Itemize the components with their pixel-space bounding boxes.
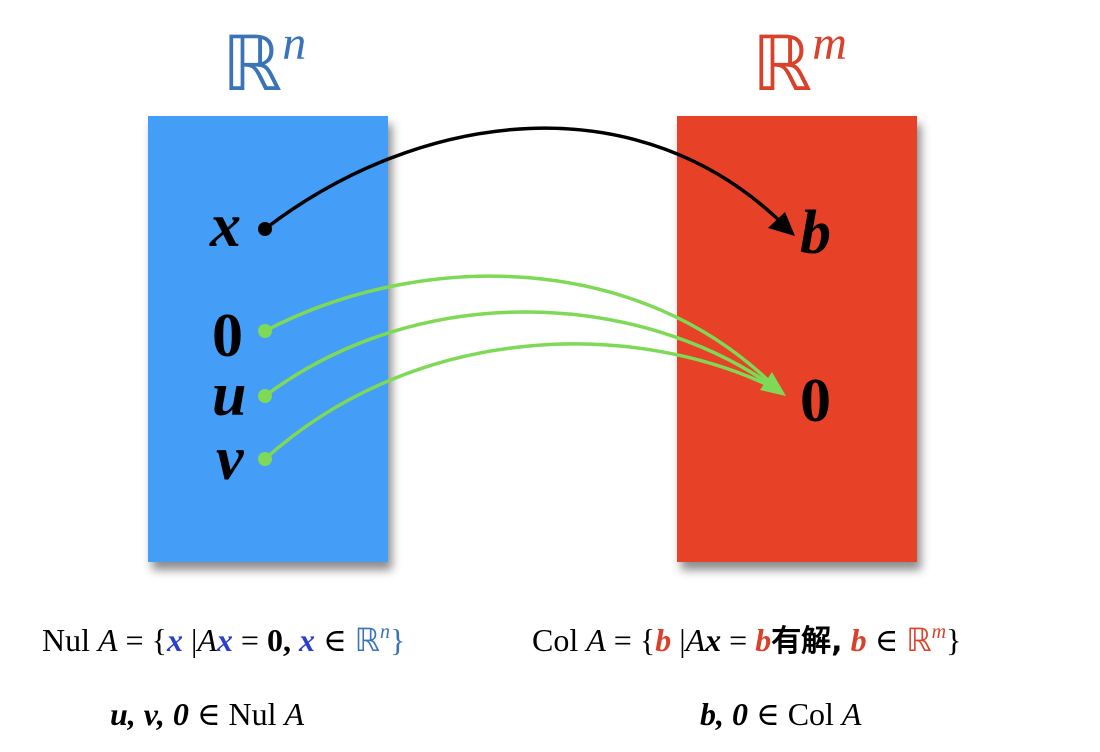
point-u bbox=[258, 389, 272, 403]
columnspace-members: b, 0 ∈ Col A bbox=[700, 696, 862, 732]
map-arrow-x-to-b bbox=[263, 126, 790, 231]
blackboard-r-symbol: ℝ bbox=[222, 19, 283, 108]
exponent-m: m bbox=[812, 17, 847, 70]
arrowhead-zero bbox=[760, 372, 786, 396]
vector-v-label: v bbox=[216, 425, 244, 493]
point-v bbox=[258, 452, 272, 466]
columnspace-definition: Col A = {b |Ax = b有解, b ∈ ℝm} bbox=[532, 621, 962, 659]
nullspace-definition: Nul A = {x |Ax = 0, x ∈ ℝn} bbox=[42, 621, 406, 659]
blackboard-r-symbol: ℝ bbox=[752, 19, 813, 108]
kernel-arrow-u bbox=[263, 310, 780, 398]
vector-x-label: x bbox=[210, 192, 241, 260]
exponent-n: n bbox=[282, 17, 307, 70]
kernel-arrow-zero bbox=[264, 274, 780, 392]
point-x bbox=[258, 222, 272, 236]
space-title-rn: ℝn bbox=[222, 20, 306, 103]
nullspace-members: u, v, 0 ∈ Nul A bbox=[110, 696, 305, 732]
vector-zero-label-right: 0 bbox=[800, 367, 831, 435]
arrowhead-b bbox=[768, 212, 795, 236]
vector-zero-label-left: 0 bbox=[212, 302, 243, 370]
vector-b-label: b bbox=[800, 199, 831, 267]
vector-u-label: u bbox=[212, 361, 247, 429]
kernel-arrow-v bbox=[263, 342, 779, 461]
space-title-rm: ℝm bbox=[752, 20, 847, 103]
point-zero bbox=[258, 324, 272, 338]
domain-box-rn bbox=[148, 116, 388, 562]
